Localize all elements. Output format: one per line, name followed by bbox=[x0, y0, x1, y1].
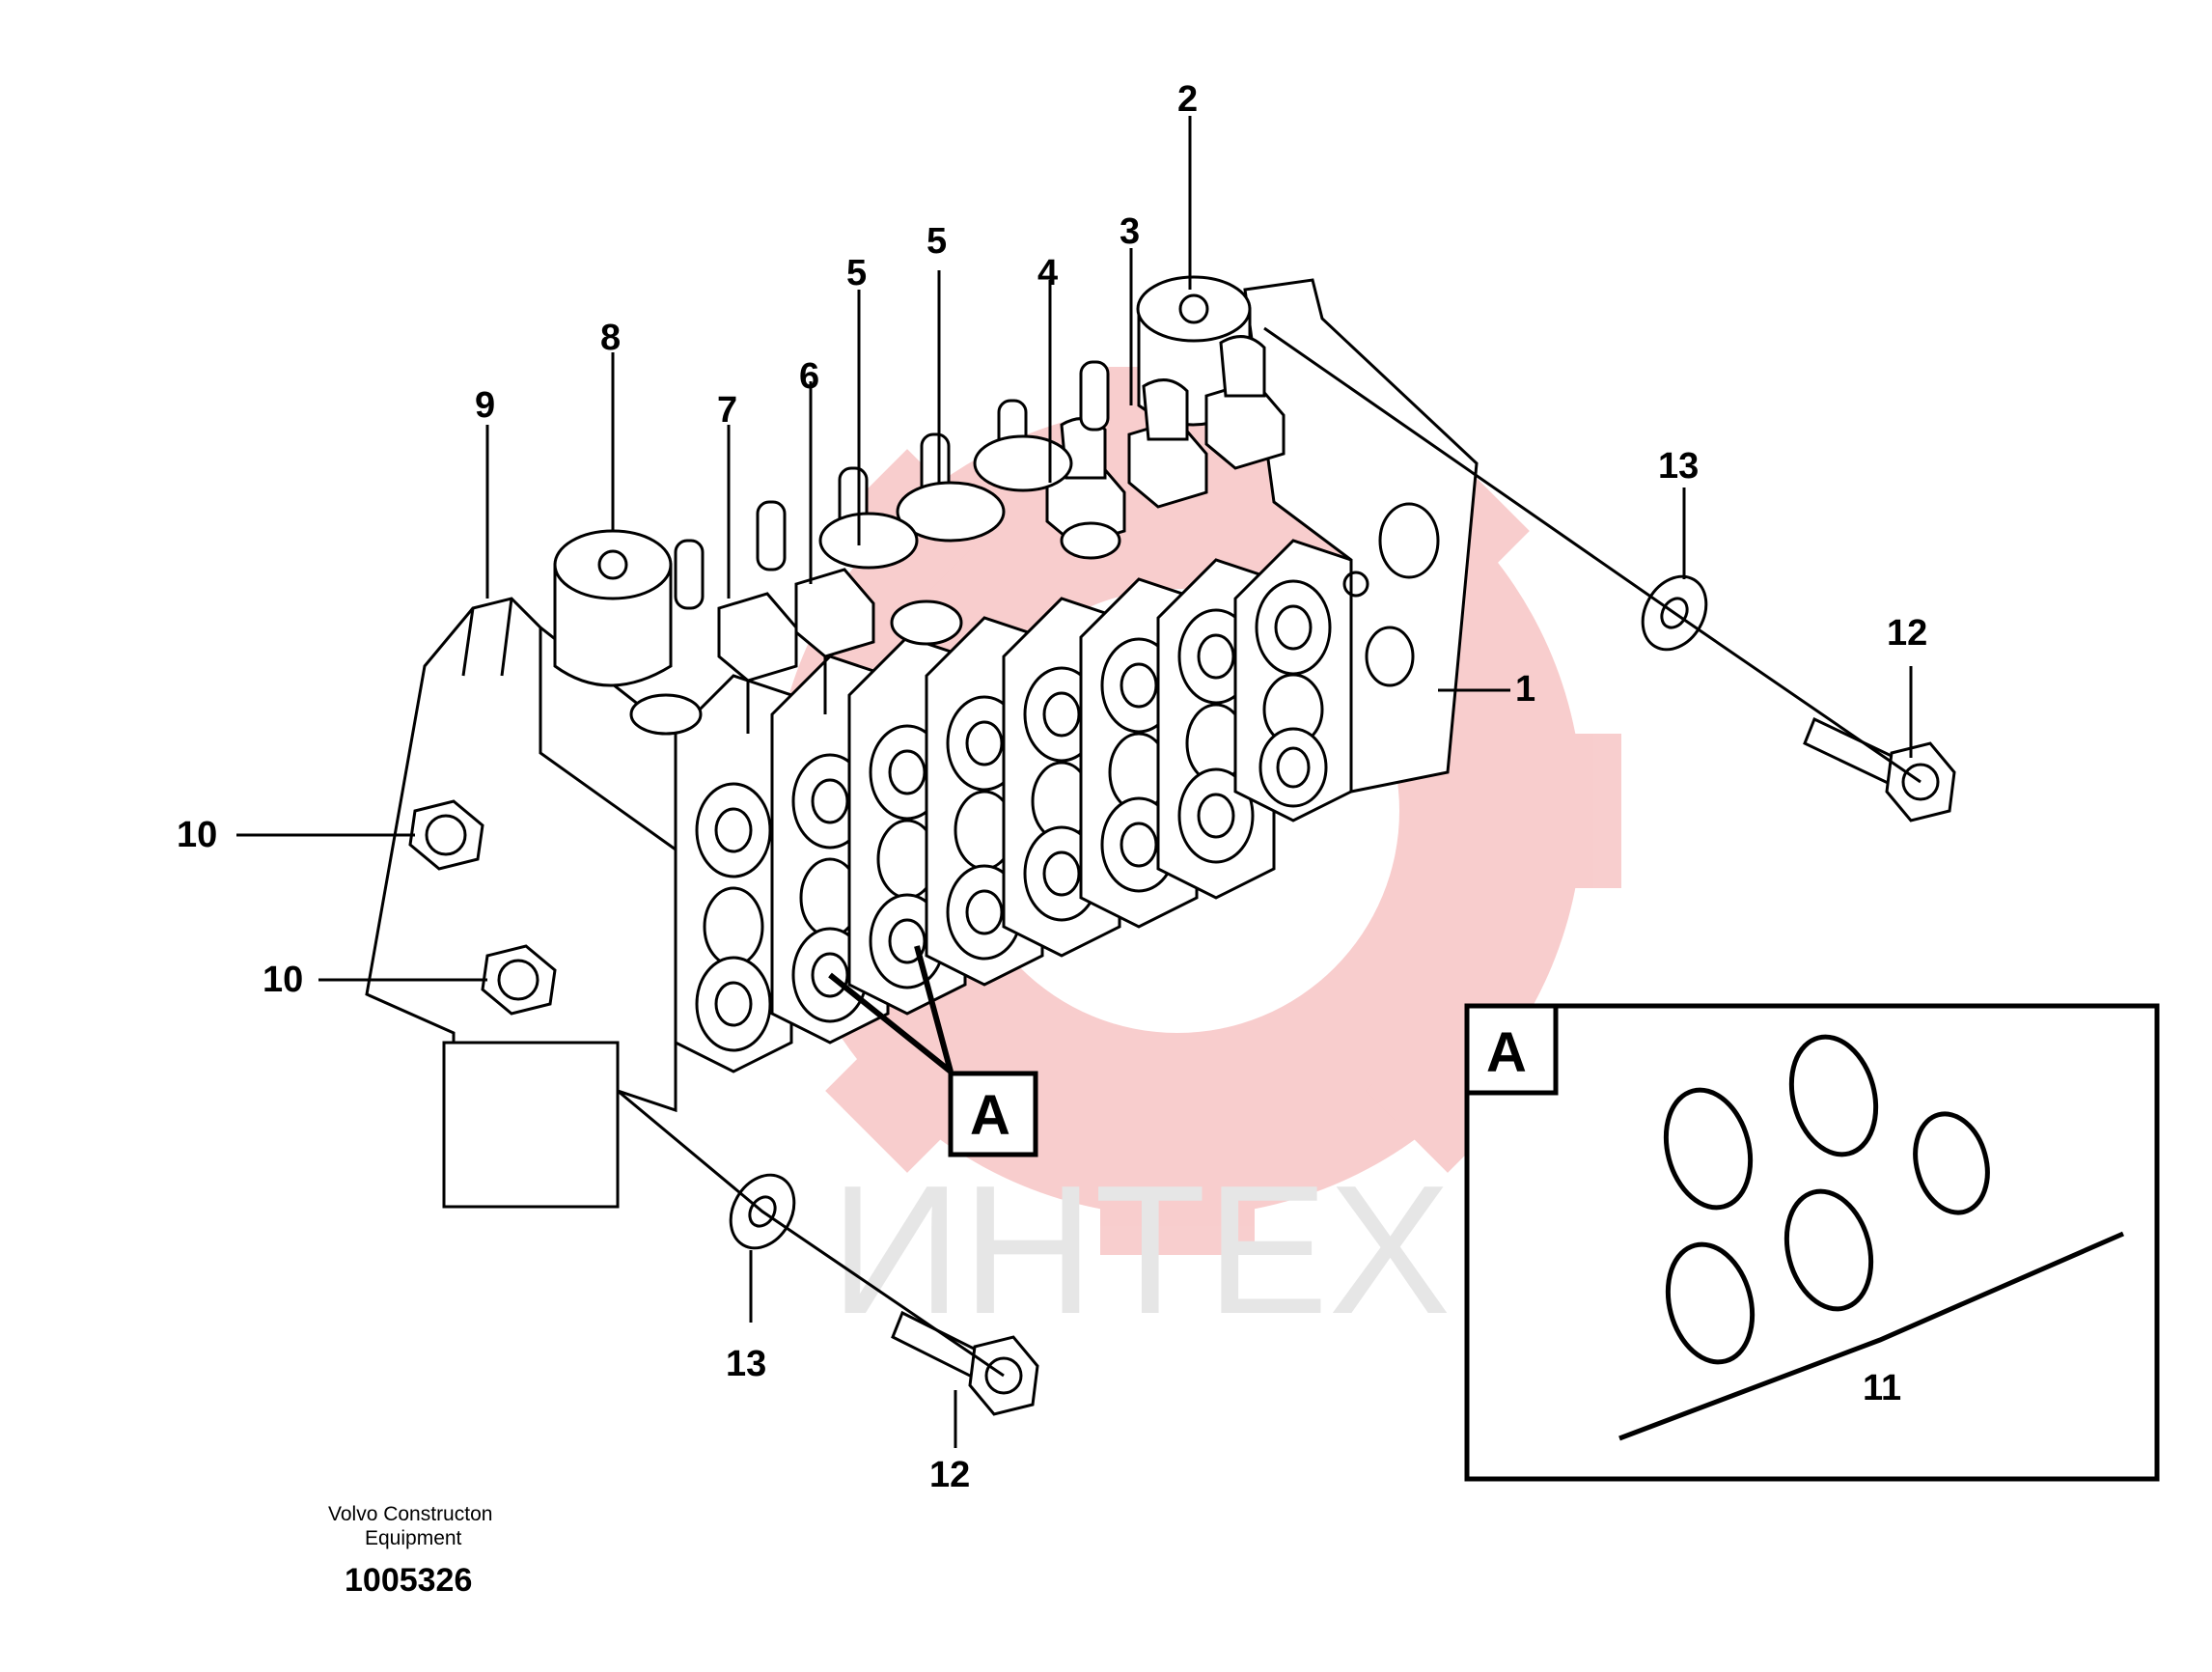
leader-lines bbox=[236, 116, 1922, 1448]
spool-cap bbox=[1127, 378, 1208, 509]
o-ring-icon bbox=[1663, 1087, 1754, 1211]
callout-11: 11 bbox=[1863, 1368, 1901, 1408]
brace-line bbox=[1618, 1231, 2125, 1441]
spool-cap bbox=[1204, 335, 1286, 470]
bolt-12-right bbox=[1803, 716, 1956, 822]
callout-5: 5 bbox=[846, 253, 867, 293]
valve-section bbox=[1233, 539, 1353, 822]
o-ring-icon bbox=[1788, 1034, 1879, 1157]
callout-13: 13 bbox=[726, 1344, 766, 1384]
callout-2: 2 bbox=[1177, 79, 1198, 120]
detail-box: A 11 bbox=[1464, 1003, 2160, 1482]
callout-12: 12 bbox=[1887, 613, 1927, 654]
callout-6: 6 bbox=[799, 356, 819, 397]
o-ring-icon bbox=[1665, 1241, 1756, 1365]
watermark-text: ИНТЕХ bbox=[830, 1148, 1451, 1352]
lever-stem bbox=[674, 360, 1110, 610]
callout-4: 4 bbox=[1037, 253, 1058, 293]
o-ring-icon bbox=[1913, 1111, 1990, 1215]
detail-reference-label: A bbox=[948, 1071, 1038, 1157]
caption-manufacturer-line2: Equipment bbox=[365, 1527, 462, 1549]
callout-12: 12 bbox=[929, 1455, 970, 1495]
callout-7: 7 bbox=[717, 390, 737, 431]
spool-cap bbox=[717, 568, 875, 734]
callout-8: 8 bbox=[600, 318, 621, 358]
callout-3: 3 bbox=[1120, 211, 1140, 252]
caption-manufacturer: Volvo Constructon bbox=[328, 1503, 492, 1525]
hex-bolt-10-upper bbox=[408, 799, 484, 871]
caption-drawing-number: 1005326 bbox=[345, 1562, 472, 1599]
svg-text:A: A bbox=[970, 1084, 1010, 1147]
callout-1: 1 bbox=[1515, 669, 1535, 710]
end-cover-foot bbox=[442, 1041, 620, 1209]
callout-10: 10 bbox=[177, 815, 217, 855]
valve-section bbox=[674, 674, 793, 1073]
detail-box-label: A bbox=[1486, 1021, 1527, 1084]
spool-cap bbox=[818, 434, 1073, 570]
valve-block-assembly bbox=[365, 275, 1479, 1209]
solenoid-8 bbox=[553, 529, 673, 687]
callout-5: 5 bbox=[926, 221, 947, 262]
o-ring-icon bbox=[1783, 1188, 1874, 1312]
callout-10: 10 bbox=[263, 960, 303, 1000]
port-plug bbox=[629, 521, 1121, 736]
callout-9: 9 bbox=[475, 385, 495, 426]
end-cover-right bbox=[1243, 278, 1479, 794]
callout-13: 13 bbox=[1658, 446, 1699, 487]
hex-bolt-10-lower bbox=[481, 944, 557, 1016]
